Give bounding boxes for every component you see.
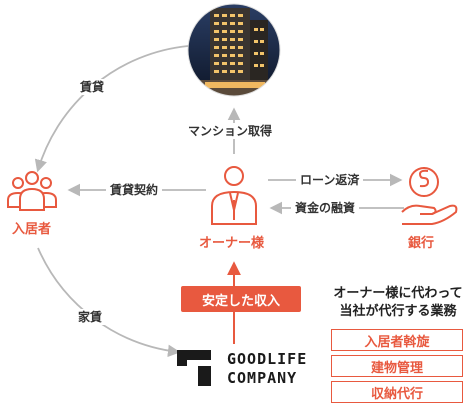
- label-rent: 賃貸: [76, 79, 109, 95]
- label-funding: 資金の融資: [291, 200, 360, 216]
- services-title-line1: オーナー様に代わって: [333, 286, 463, 301]
- arrow-rent: [34, 45, 189, 173]
- company-name-line1: GOODLIFE: [227, 350, 308, 368]
- bank-label: 銀行: [408, 236, 435, 251]
- bank-coin-hand-icon: [401, 167, 458, 225]
- owner-label: オーナー様: [199, 236, 265, 251]
- label-lease-contract: 賃貸契約: [106, 182, 163, 198]
- service-payment-collection: 収納代行: [331, 381, 463, 403]
- tenant-group-icon: [7, 171, 57, 211]
- company-name-line2: COMPANY: [227, 369, 298, 387]
- label-loan-repayment: ローン返済: [296, 172, 364, 188]
- service-tenant-placement: 入居者斡旋: [331, 329, 463, 351]
- goodlife-logo-mark: [177, 350, 211, 386]
- building-photo: [187, 3, 281, 97]
- label-mansion-acquisition: マンション取得: [184, 123, 277, 139]
- stable-income-badge: 安定した収入: [181, 286, 301, 312]
- owner-person-icon: [211, 166, 257, 225]
- services-title: オーナー様に代わって 当社が代行する業務: [328, 285, 468, 321]
- arrow-house-rent: [37, 247, 181, 358]
- tenant-label: 入居者: [12, 222, 52, 237]
- service-building-management: 建物管理: [331, 355, 463, 377]
- label-house-rent: 家賃: [74, 309, 107, 325]
- services-title-line2: 当社が代行する業務: [339, 304, 457, 319]
